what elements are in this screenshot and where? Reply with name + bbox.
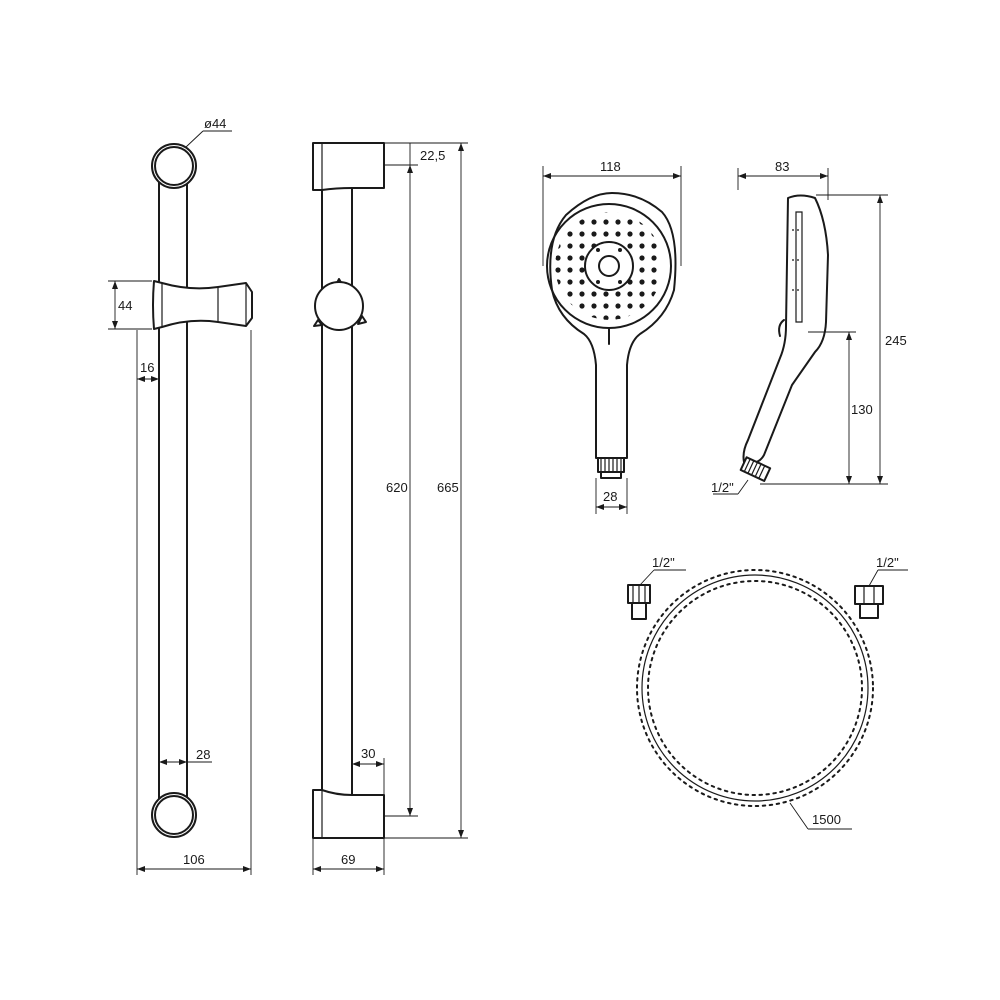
overall-width-label: 106 xyxy=(183,852,205,867)
top-wall-knob xyxy=(151,143,197,189)
hose-coil-inner xyxy=(647,580,863,796)
hose-length-label: 1500 xyxy=(812,812,841,827)
side-depth-label: 83 xyxy=(775,159,789,174)
slider-knob xyxy=(313,278,367,331)
hose-coil-outer xyxy=(636,569,874,807)
handshower-side-body xyxy=(742,194,829,465)
side-thread-label: 1/2" xyxy=(711,480,734,495)
hose-left-thread-label: 1/2" xyxy=(652,555,675,570)
inner-length-label: 620 xyxy=(386,480,408,495)
rail-side-view: 22,5 620 665 30 69 xyxy=(312,142,468,875)
overall-length-label: 665 xyxy=(437,480,459,495)
head-width-label: 118 xyxy=(600,159,621,174)
bar-width-label: 30 xyxy=(361,746,375,761)
hose-right-nut xyxy=(854,585,884,619)
top-bracket xyxy=(312,142,385,191)
bar-diameter-label: 28 xyxy=(196,747,210,762)
bottom-bracket xyxy=(312,789,385,839)
handle-height-label: 130 xyxy=(851,402,873,417)
shower-hose: 1/2" 1/2" 1500 xyxy=(627,555,908,830)
hose-left-nut xyxy=(627,584,651,620)
threaded-connector xyxy=(597,457,625,479)
depth-label: 69 xyxy=(341,852,355,867)
bottom-wall-knob xyxy=(151,792,197,838)
side-threaded-connector xyxy=(739,456,772,482)
slider-holder xyxy=(152,280,253,330)
knob-diameter-label: ø44 xyxy=(204,116,226,131)
handshower-front-view: 118 28 xyxy=(542,159,682,514)
rail-front-view: ø44 44 16 28 106 xyxy=(108,116,253,875)
rail-bar-front xyxy=(158,179,188,811)
slider-height-label: 44 xyxy=(118,298,132,313)
rail-bar-side xyxy=(321,174,353,808)
bar-offset-label: 16 xyxy=(140,360,154,375)
connector-width-label: 28 xyxy=(603,489,617,504)
overall-height-label: 245 xyxy=(885,333,907,348)
handshower-side-view: 83 245 130 1/2" xyxy=(711,159,907,495)
top-offset-label: 22,5 xyxy=(420,148,445,163)
hose-right-thread-label: 1/2" xyxy=(876,555,899,570)
